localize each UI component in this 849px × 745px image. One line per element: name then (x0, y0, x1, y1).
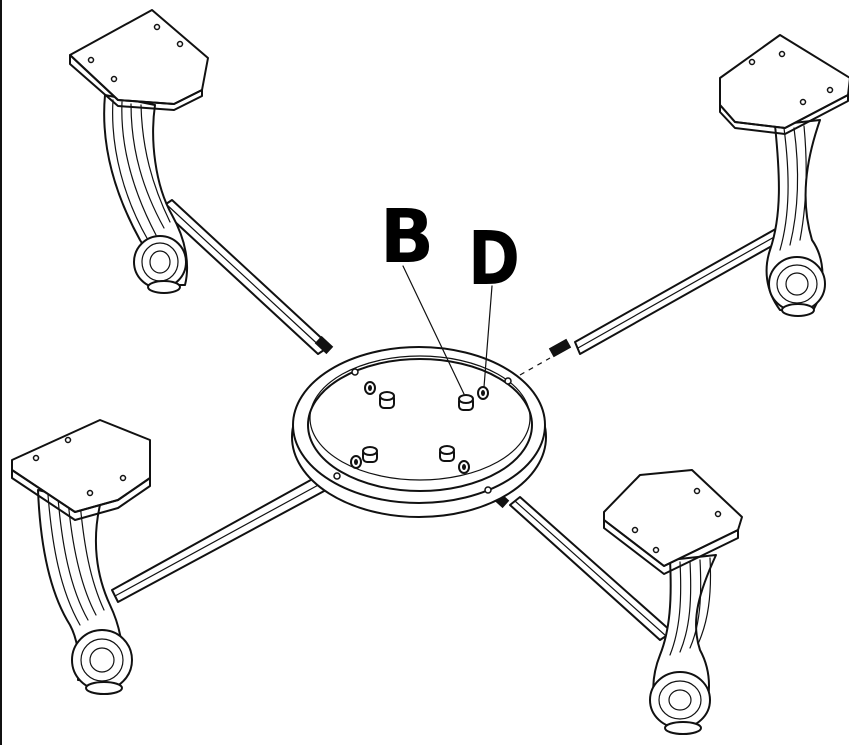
leg-top-left (69, 9, 209, 294)
cross-bar-top-left (159, 199, 334, 355)
cross-bar-top-right (548, 225, 787, 358)
washer (477, 386, 489, 400)
washer (458, 460, 470, 474)
leader-line-d (483, 285, 493, 388)
leg-top-right (719, 34, 849, 317)
bolt (379, 391, 395, 409)
leg-bottom-left (11, 419, 151, 695)
assembly-line (519, 357, 551, 376)
washer (350, 455, 362, 469)
cross-bar-bottom-left (111, 475, 327, 603)
bolt (362, 446, 378, 463)
bolt (458, 394, 474, 411)
bolt (439, 445, 455, 462)
washer (364, 381, 376, 395)
label-part-b: B (380, 194, 434, 280)
center-ring (291, 346, 547, 518)
label-part-d: D (468, 216, 520, 302)
leader-line-b (402, 265, 465, 395)
leg-bottom-right (603, 469, 743, 735)
